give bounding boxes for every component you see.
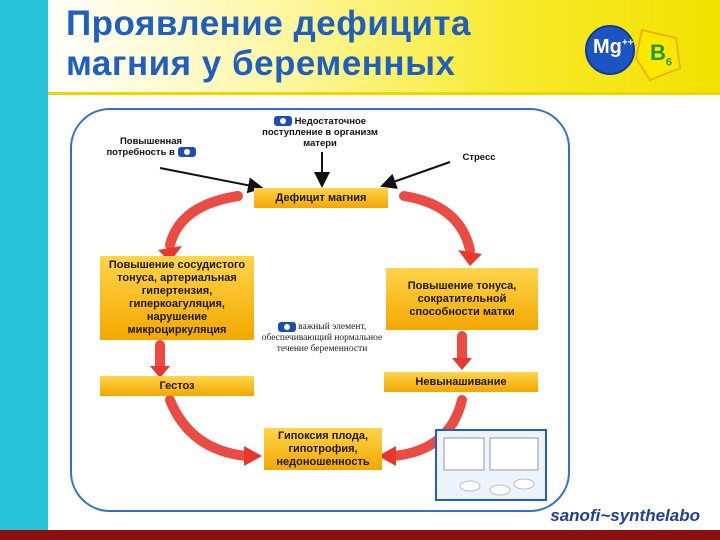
magnesium-icon: [277, 322, 296, 332]
left-outcome-label: Гестоз: [159, 379, 195, 392]
product-pack-icon: [435, 429, 547, 501]
arrow-left-cause: [159, 167, 264, 194]
right-outcome-label: Невынашивание: [415, 375, 507, 388]
bottom-bar: [0, 530, 720, 540]
magnesium-icon: [273, 116, 292, 127]
arrowhead-left: [158, 246, 182, 262]
cause-right-label: Стресс: [462, 152, 496, 163]
mg-symbol: Mg: [593, 36, 622, 58]
arrowhead-gestoz: [150, 366, 170, 378]
brand-logo: sanofi~synthelabo: [550, 506, 700, 525]
left-effect-node: Повышение сосудистого тонуса, артериальн…: [100, 256, 254, 340]
arrow-gestoz-to-bottom: [165, 395, 251, 461]
left-outcome-node: Гестоз: [100, 376, 254, 396]
cause-center-label: Недостаточное поступление в организм мат…: [262, 116, 378, 149]
right-outcome-node: Невынашивание: [384, 372, 538, 392]
arrow-right-cause: [380, 161, 451, 189]
b6-logo-text: B6: [650, 40, 672, 68]
bottom-outcome-node: Гипоксия плода, гипотрофия, недоношеннос…: [264, 428, 382, 470]
arrow-center-to-right: [399, 191, 475, 255]
arrowhead-miscarriage: [452, 358, 472, 370]
cause-left: Повышенная потребность в: [92, 136, 210, 158]
right-effect-label: Повышение тонуса, сократительной способн…: [407, 279, 517, 318]
arrowhead-bottom-right: [378, 446, 396, 466]
arrowhead-right: [458, 250, 482, 266]
center-node-label: Дефицит магния: [275, 191, 367, 204]
center-node: Дефицит магния: [254, 188, 388, 208]
b-subscript: 6: [665, 56, 673, 69]
cause-center: Недостаточное поступление в организм мат…: [256, 116, 384, 149]
slide-title: Проявление дефицита магния у беременных: [66, 4, 586, 84]
cause-left-label: Повышенная потребность в: [106, 136, 183, 158]
arrowhead-bottom-left: [244, 446, 262, 466]
note: важный элемент, обеспечивающий нормально…: [260, 322, 384, 355]
title-line-2: магния у беременных: [66, 44, 456, 83]
left-effect-label: Повышение сосудистого тонуса, артериальн…: [108, 259, 246, 336]
note-label: важный элемент, обеспечивающий нормально…: [261, 322, 383, 355]
arrow-center-to-left: [165, 191, 243, 250]
mg-logo-text: Mg++: [593, 36, 634, 59]
mg-charge: ++: [621, 37, 634, 49]
magnesium-icon: [177, 147, 196, 158]
cause-right: Стресс: [452, 152, 506, 163]
bottom-outcome-label: Гипоксия плода, гипотрофия, недоношеннос…: [276, 429, 370, 468]
b-symbol: B: [650, 40, 666, 65]
left-accent-bar: [0, 0, 48, 530]
right-effect-node: Повышение тонуса, сократительной способн…: [386, 268, 538, 330]
title-line-1: Проявление дефицита: [66, 4, 471, 43]
